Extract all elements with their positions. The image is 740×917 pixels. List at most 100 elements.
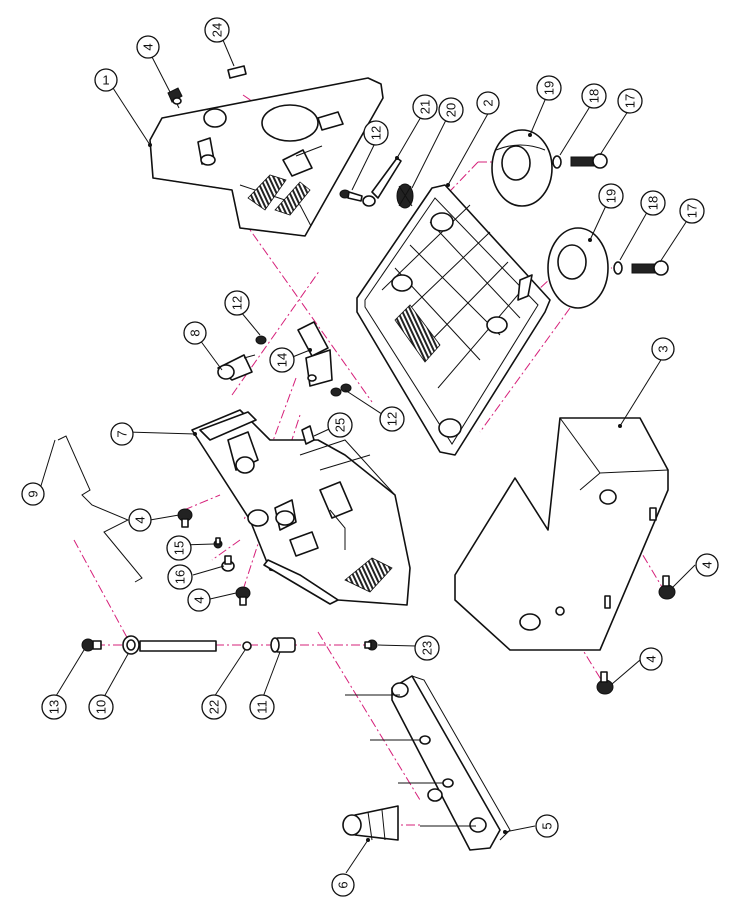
callout-24: 24	[204, 17, 230, 43]
callout-4c-text: 4	[192, 596, 207, 603]
part-6-insert	[342, 805, 399, 841]
callout-1: 1	[94, 68, 118, 92]
callout-9-text: 9	[26, 490, 41, 497]
screw-4d-icon	[658, 575, 676, 600]
callout-20: 20	[438, 97, 464, 123]
part-10-rod	[122, 635, 217, 655]
part-9-wire	[57, 435, 143, 583]
callout-15-text: 15	[172, 541, 187, 555]
screw-4b-icon	[177, 508, 193, 528]
callout-12c: 12	[379, 406, 405, 432]
callout-22: 22	[201, 694, 227, 720]
callout-13: 13	[41, 694, 67, 720]
part-13-screw	[81, 638, 102, 652]
callout-13-text: 13	[47, 700, 62, 714]
callout-19b-text: 19	[604, 189, 619, 203]
callout-19b: 19	[598, 183, 624, 209]
part-11-sleeve	[270, 637, 296, 653]
callout-12a-text: 12	[369, 126, 384, 140]
callout-25-text: 25	[333, 418, 348, 432]
callout-20-text: 20	[444, 103, 459, 117]
part-7-front-housing	[191, 409, 411, 606]
callout-11: 11	[249, 694, 275, 720]
callout-3: 3	[651, 337, 675, 361]
part-16-screw	[221, 555, 235, 572]
callout-12b-text: 12	[230, 296, 245, 310]
callout-2-text: 2	[481, 99, 496, 106]
callout-11-text: 11	[255, 700, 270, 714]
callout-10: 10	[88, 694, 114, 720]
callout-4a-text: 4	[141, 43, 156, 50]
callout-19a: 19	[536, 75, 562, 101]
callout-24-text: 24	[210, 23, 225, 37]
callout-22-text: 22	[207, 700, 222, 714]
part-15-screw	[213, 537, 223, 549]
callout-4e: 4	[639, 647, 663, 671]
callout-17a: 17	[617, 88, 643, 114]
callout-4c: 4	[187, 588, 211, 612]
callout-3-text: 3	[656, 345, 671, 352]
callout-4d-text: 4	[700, 561, 715, 568]
callout-19a-text: 19	[542, 81, 557, 95]
part-19-foot-lower	[547, 227, 609, 309]
callout-16-text: 16	[173, 570, 188, 584]
callout-18b-text: 18	[646, 196, 661, 210]
part-18-washer-upper	[552, 155, 562, 169]
part-19-foot-upper	[491, 129, 553, 207]
screw-4a-icon	[167, 87, 183, 109]
part-4-screws	[167, 87, 676, 695]
callout-4a: 4	[136, 35, 160, 59]
callout-18a: 18	[581, 83, 607, 109]
part-2-base-plate	[356, 184, 551, 456]
callout-23: 23	[414, 635, 440, 661]
part-1-top-cover	[149, 77, 384, 237]
callout-4b: 4	[128, 508, 152, 532]
callout-4b-text: 4	[133, 516, 148, 523]
callout-21-text: 21	[418, 100, 433, 114]
callout-4d: 4	[695, 553, 719, 577]
callout-18b: 18	[640, 190, 666, 216]
callout-7: 7	[110, 422, 134, 446]
callout-2: 2	[476, 91, 500, 115]
screw-4c-icon	[235, 586, 251, 606]
callout-9: 9	[21, 482, 45, 506]
part-25-pad	[301, 425, 315, 445]
part-8-clamp	[217, 354, 256, 381]
callout-12b: 12	[224, 290, 250, 316]
callout-23-text: 23	[420, 641, 435, 655]
callout-5: 5	[535, 814, 559, 838]
callout-10-text: 10	[94, 700, 109, 714]
callout-8: 8	[183, 321, 207, 345]
part-20-gear	[396, 183, 414, 209]
callout-14: 14	[269, 347, 295, 373]
callout-4e-text: 4	[644, 655, 659, 662]
callout-12a: 12	[363, 120, 389, 146]
callout-16: 16	[167, 564, 193, 590]
callout-17a-text: 17	[623, 94, 638, 108]
callout-17b-text: 17	[685, 204, 700, 218]
part-21-lever	[362, 157, 402, 207]
callout-8-text: 8	[188, 329, 203, 336]
callout-17b: 17	[679, 198, 705, 224]
part-14-bracket	[297, 321, 333, 387]
part-23-screw	[364, 639, 378, 651]
part-12-screws	[255, 189, 363, 397]
callout-5-text: 5	[540, 822, 555, 829]
callout-6: 6	[331, 873, 355, 897]
callout-18a-text: 18	[587, 89, 602, 103]
part-17-bolt-upper	[570, 153, 608, 169]
callout-7-text: 7	[115, 430, 130, 437]
callout-14-text: 14	[275, 353, 290, 367]
part-3-rear-housing	[454, 417, 669, 651]
part-18-washer-lower	[613, 261, 623, 275]
callout-25: 25	[327, 412, 353, 438]
callout-21: 21	[412, 94, 438, 120]
part-24-label	[227, 65, 247, 79]
part-22-clip	[242, 641, 252, 651]
callout-6-text: 6	[336, 881, 351, 888]
part-17-bolt-lower	[631, 260, 669, 276]
callout-15: 15	[166, 535, 192, 561]
callout-1-text: 1	[102, 73, 109, 88]
callout-12c-text: 12	[385, 412, 400, 426]
